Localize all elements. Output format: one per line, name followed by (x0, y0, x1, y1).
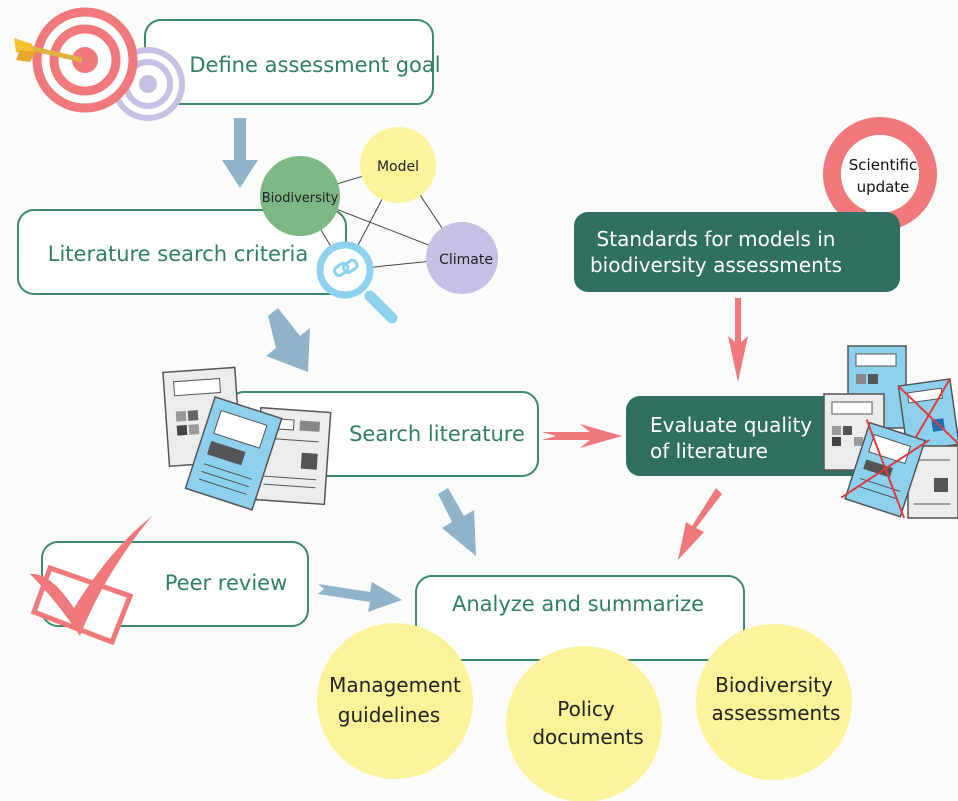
define-goal-label: Define assessment goal (189, 53, 440, 77)
standards-box (574, 212, 900, 292)
magnifier-icon (316, 241, 398, 324)
management-line1: Management (329, 673, 461, 697)
arrow-standards-to-evaluate (728, 298, 748, 382)
peer-review-label: Peer review (165, 571, 288, 595)
standards-line2: biodiversity assessments (590, 253, 842, 277)
arrow-evaluate-to-analyze (678, 488, 722, 560)
policy-documents-circle (506, 646, 662, 801)
management-guidelines-circle (317, 623, 473, 779)
evaluate-line1: Evaluate quality (650, 413, 812, 437)
biodiversity-assessments-line2: assessments (712, 701, 841, 725)
arrow-search-to-evaluate (542, 424, 622, 448)
standards-line1: Standards for models in (597, 227, 836, 251)
biodiversity-node (260, 156, 340, 236)
evaluate-line2: of literature (650, 439, 768, 463)
evaluate-box (626, 396, 876, 476)
biodiversity-assessments-line1: Biodiversity (715, 673, 833, 697)
arrow-search-to-analyze (438, 488, 476, 556)
model-node (360, 127, 436, 203)
scientific-update-line2: update (857, 178, 910, 196)
documents-icon (162, 366, 332, 511)
search-criteria-label: Literature search criteria (48, 242, 308, 266)
arrow-criteria-to-search (266, 308, 310, 372)
policy-line1: Policy (557, 697, 615, 721)
management-line2: guidelines (338, 703, 440, 727)
arrow-goal-to-criteria (222, 118, 258, 188)
target-icon (14, 7, 185, 121)
concept-network (260, 127, 498, 294)
checkmark-icon (30, 516, 152, 646)
climate-node-label: Climate (439, 252, 493, 268)
climate-node (426, 222, 498, 294)
model-node-label: Model (377, 159, 419, 175)
evaluated-documents-icon (823, 345, 958, 519)
policy-line2: documents (532, 725, 643, 749)
scientific-update-line1: Scientific (849, 156, 917, 174)
biodiversity-assessments-circle (696, 624, 852, 780)
biodiversity-node-label: Biodiversity (262, 191, 339, 206)
arrow-peer-to-analyze (318, 582, 402, 612)
analyze-label: Analyze and summarize (452, 592, 704, 616)
search-literature-label: Search literature (349, 422, 525, 446)
